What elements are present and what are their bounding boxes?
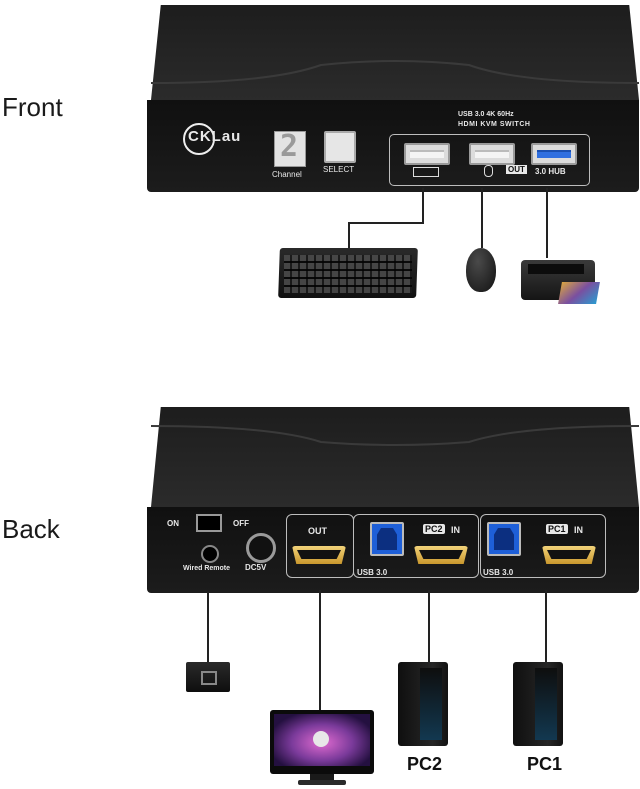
power-switch[interactable] bbox=[196, 514, 222, 532]
pc2-usb-b-port[interactable] bbox=[370, 522, 404, 556]
pc1-hdmi-in-port[interactable] bbox=[542, 546, 596, 564]
back-box-ridge bbox=[151, 425, 639, 446]
mouse-icon bbox=[484, 165, 493, 177]
front-label: Front bbox=[2, 92, 63, 122]
remote-cable bbox=[207, 592, 209, 664]
on-label: ON bbox=[167, 519, 179, 528]
select-label: SELECT bbox=[323, 165, 355, 174]
off-label: OFF bbox=[233, 519, 249, 528]
pc2-badge: PC2 bbox=[423, 524, 445, 534]
pc2-label: PC2 bbox=[407, 754, 443, 774]
pc2-cable bbox=[428, 590, 430, 662]
keyboard-usb-port[interactable] bbox=[404, 143, 450, 165]
printer-cable bbox=[546, 188, 548, 258]
brand-logo-icon bbox=[183, 123, 215, 155]
front-out-label: OUT bbox=[506, 165, 527, 174]
pc1-label: PC1 bbox=[527, 754, 563, 774]
channel-label: Channel bbox=[272, 170, 302, 179]
keyboard-icon bbox=[413, 167, 439, 177]
pc1-tower-panel bbox=[535, 668, 557, 740]
monitor-cable bbox=[319, 590, 321, 710]
monitor-neck bbox=[310, 774, 334, 780]
pc2-in-label: IN bbox=[451, 525, 460, 535]
front-port-frame bbox=[389, 134, 590, 186]
hdmi-out-label: OUT bbox=[308, 526, 327, 536]
channel-digit: 2 bbox=[279, 129, 299, 164]
hub-label: 3.0 HUB bbox=[535, 167, 566, 176]
keyboard-keys bbox=[284, 255, 412, 293]
front-box-ridge bbox=[151, 60, 639, 84]
front-box-top bbox=[151, 5, 639, 100]
pc2-hdmi-in-port[interactable] bbox=[414, 546, 468, 564]
mouse-image bbox=[466, 248, 496, 292]
pc1-cable bbox=[545, 590, 547, 662]
pc1-badge: PC1 bbox=[546, 524, 568, 534]
mouse-usb-port[interactable] bbox=[469, 143, 515, 165]
keyboard-cable-v bbox=[348, 222, 350, 250]
wired-remote-button bbox=[201, 671, 217, 685]
keyboard-cable bbox=[422, 188, 424, 224]
select-button[interactable] bbox=[324, 131, 356, 163]
product-title: HDMI KVM SWITCH bbox=[458, 121, 531, 128]
pc2-port-frame bbox=[353, 514, 479, 578]
hub-usb3-port[interactable] bbox=[531, 143, 577, 165]
monitor-base bbox=[298, 780, 346, 785]
printer-lid bbox=[528, 264, 584, 274]
pc1-usb-b-port[interactable] bbox=[487, 522, 521, 556]
apple-logo-icon bbox=[313, 731, 329, 747]
wired-remote-image bbox=[186, 662, 230, 692]
pc1-port-frame bbox=[480, 514, 606, 578]
back-label: Back bbox=[2, 514, 60, 544]
mouse-cable bbox=[481, 188, 483, 248]
channel-display bbox=[274, 131, 306, 167]
wired-remote-label: Wired Remote bbox=[183, 565, 231, 572]
pc2-tower-panel bbox=[420, 668, 442, 740]
wired-remote-port[interactable] bbox=[201, 545, 219, 563]
brand-logo-text: CKLau bbox=[188, 128, 242, 145]
hdmi-out-port[interactable] bbox=[292, 546, 346, 564]
keyboard-cable-h bbox=[348, 222, 424, 224]
pc1-in-label: IN bbox=[574, 525, 583, 535]
printer-photo bbox=[558, 282, 600, 304]
pc2-usb-label: USB 3.0 bbox=[357, 568, 388, 577]
dc-power-port[interactable] bbox=[246, 533, 276, 563]
dc-label: DC5V bbox=[245, 563, 267, 572]
back-box-top bbox=[151, 407, 639, 507]
product-spec: USB 3.0 4K 60Hz bbox=[458, 111, 514, 118]
pc1-usb-label: USB 3.0 bbox=[483, 568, 514, 577]
